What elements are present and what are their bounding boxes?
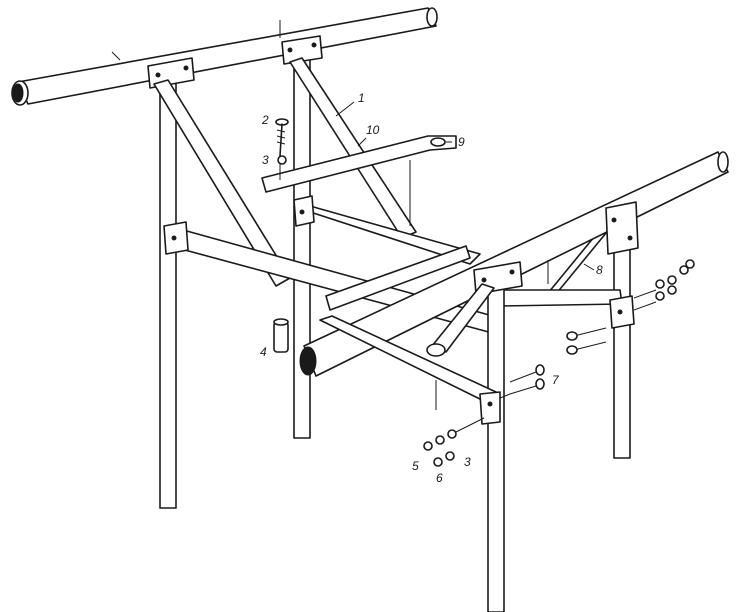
lower-spreader-bar (325, 245, 471, 311)
callout-part-3-bottom: 3 (464, 455, 471, 469)
hardware-bolt-7 (499, 364, 545, 399)
front-left-diagonal-brace (426, 283, 495, 357)
callout-part-6: 6 (436, 471, 443, 485)
callout-part-9: 9 (458, 135, 465, 149)
upper-spreader-bar (261, 135, 457, 193)
callout-part-1: 1 (358, 91, 365, 105)
side-rail-front (499, 289, 635, 329)
back-left-bracket (147, 57, 195, 89)
back-left-leg (159, 69, 177, 509)
hardware-bolt-2 (275, 118, 289, 180)
lower-front-cross-bar (319, 315, 501, 425)
callout-leaders (335, 101, 595, 271)
back-right-leg (293, 47, 311, 439)
hardware-nut-washer-stack (423, 417, 485, 467)
callout-part-2: 2 (261, 113, 269, 127)
back-right-diagonal-brace (289, 57, 417, 239)
assembly-hint-lines (111, 20, 549, 410)
back-right-bracket (281, 35, 323, 65)
back-top-bar (11, 7, 438, 106)
hardware-bolt-set-right (566, 259, 695, 355)
callout-part-8: 8 (596, 263, 603, 277)
callout-part-3-top: 3 (262, 153, 269, 167)
side-rail-back (293, 195, 481, 265)
front-left-leg (487, 281, 505, 612)
hardware-bushing-4 (273, 318, 289, 353)
hardware-washer-3-top (277, 155, 287, 165)
callout-part-5: 5 (412, 459, 419, 473)
callout-part-4: 4 (260, 345, 267, 359)
front-right-bracket (605, 201, 639, 255)
callout-part-10: 10 (366, 123, 380, 137)
callout-part-7: 7 (552, 373, 560, 387)
